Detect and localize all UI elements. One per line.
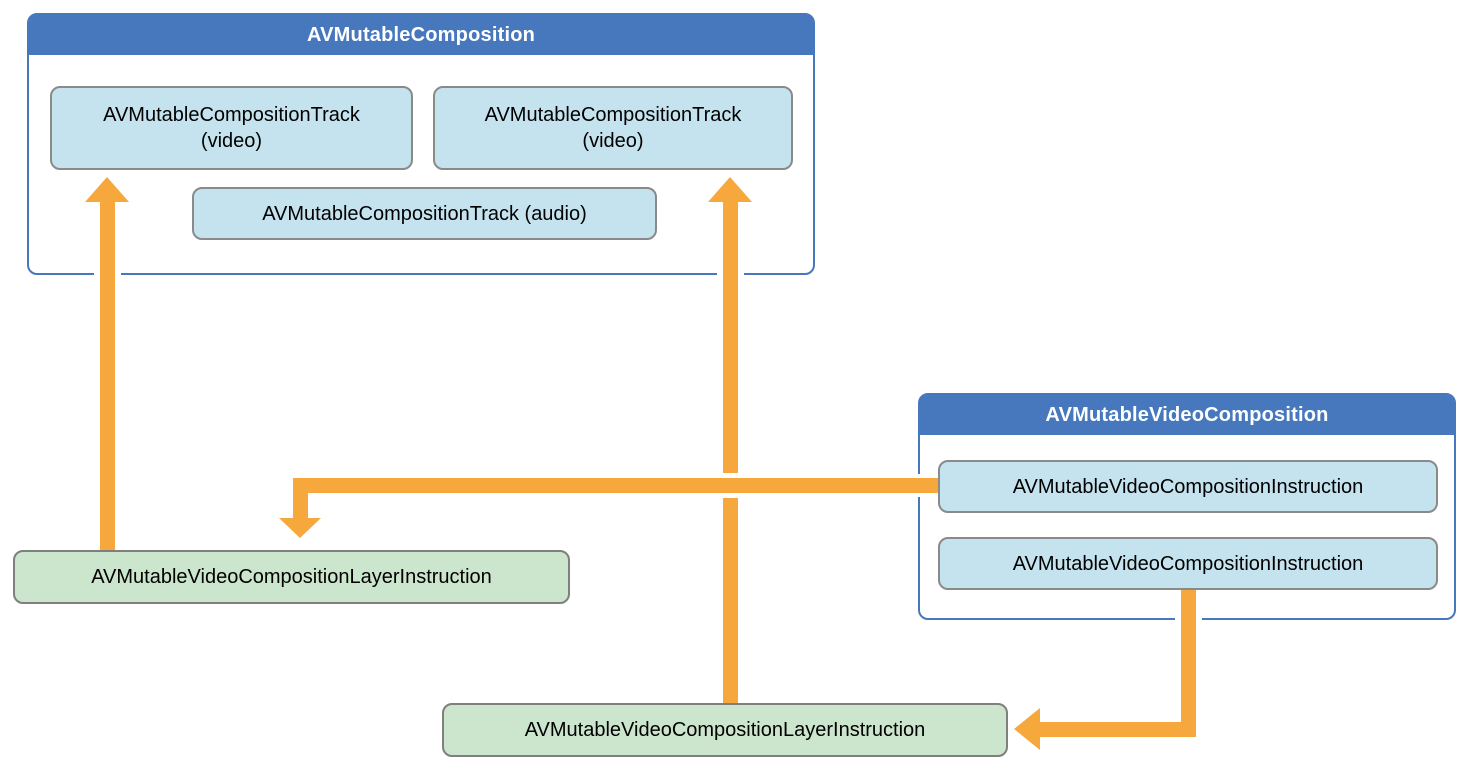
- arrow-instruction1-to-left-layer-head: [279, 518, 321, 538]
- video-composition-panel-title: AVMutableVideoComposition: [1045, 403, 1329, 426]
- arrow-bottom-layer-to-track2-shaft-upper: [723, 201, 738, 473]
- track-video-2-label: AVMutableCompositionTrack: [484, 104, 742, 126]
- arrow-instruction2-to-bottom-layer-horizontal: [1040, 722, 1196, 737]
- track-audio-label: AVMutableCompositionTrack (audio): [262, 202, 587, 225]
- instruction-2-label: AVMutableVideoCompositionInstruction: [1012, 552, 1364, 575]
- arrow-instruction2-to-bottom-layer-head: [1014, 708, 1040, 750]
- track-box-audio: AVMutableCompositionTrack (audio): [192, 187, 657, 240]
- track-box-video-1: AVMutableCompositionTrack (video): [50, 86, 413, 170]
- arrow-left-layer-to-track1-head: [85, 177, 129, 202]
- instruction-box-2: AVMutableVideoCompositionInstruction: [938, 537, 1438, 590]
- video-composition-panel: AVMutableVideoComposition AVMutableVideo…: [918, 393, 1456, 620]
- track-video-2-sublabel: (video): [582, 130, 644, 152]
- instruction-1-label: AVMutableVideoCompositionInstruction: [1012, 475, 1364, 498]
- arrow-instruction1-to-left-layer-elbow: [293, 493, 308, 518]
- arrow-instruction2-to-bottom-layer-vertical: [1181, 590, 1196, 737]
- layer-instruction-box-left: AVMutableVideoCompositionLayerInstructio…: [13, 550, 570, 604]
- composition-panel: AVMutableComposition AVMutableCompositio…: [27, 13, 815, 275]
- composition-panel-header: AVMutableComposition: [29, 15, 813, 55]
- arrow-bottom-layer-to-track2-head: [708, 177, 752, 202]
- instruction-box-1: AVMutableVideoCompositionInstruction: [938, 460, 1438, 513]
- arrow-instruction1-to-left-layer-horizontal: [293, 478, 938, 493]
- arrow-bottom-layer-to-track2-shaft-lower: [723, 498, 738, 703]
- track-video-1-label: AVMutableCompositionTrack: [103, 104, 360, 126]
- composition-panel-title: AVMutableComposition: [306, 23, 536, 46]
- layer-instruction-left-label: AVMutableVideoCompositionLayerInstructio…: [91, 566, 492, 588]
- arrow-left-layer-to-track1-shaft: [100, 201, 115, 550]
- layer-instruction-box-bottom: AVMutableVideoCompositionLayerInstructio…: [442, 703, 1008, 757]
- track-box-video-2: AVMutableCompositionTrack (video): [433, 86, 793, 170]
- video-composition-panel-header: AVMutableVideoComposition: [920, 395, 1454, 435]
- track-video-1-sublabel: (video): [200, 130, 263, 152]
- layer-instruction-bottom-label: AVMutableVideoCompositionLayerInstructio…: [524, 719, 926, 741]
